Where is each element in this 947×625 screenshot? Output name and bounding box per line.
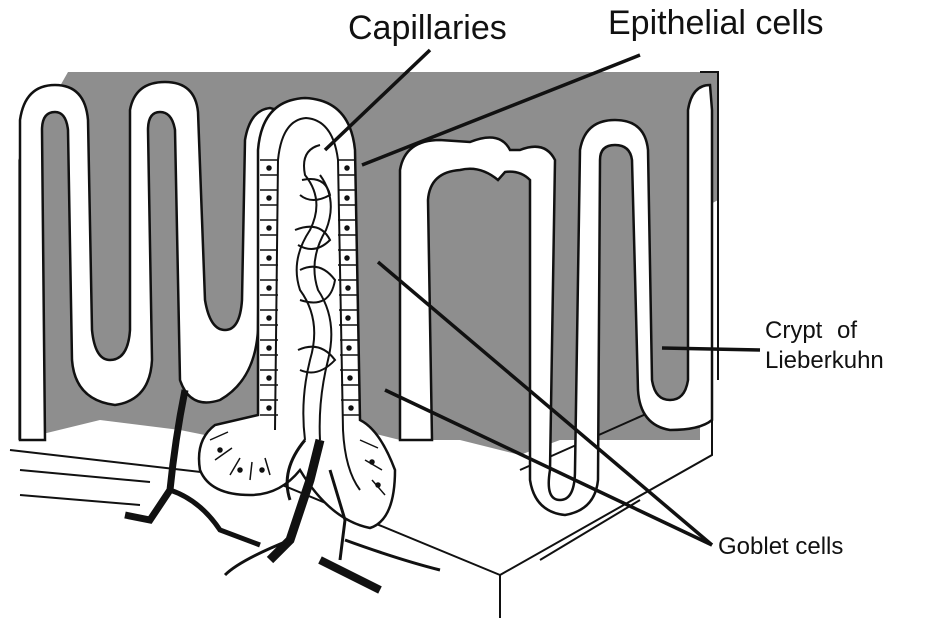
label-epithelial-cells: Epithelial cells: [608, 5, 823, 42]
label-crypt-line1: Crypt: [765, 317, 822, 344]
label-goblet-cells: Goblet cells: [718, 534, 843, 560]
label-crypt-line3: Lieberkuhn: [765, 348, 884, 374]
label-capillaries: Capillaries: [348, 10, 507, 47]
label-crypt-of-lieberkuhn: Crypt of Lieberkuhn: [765, 318, 884, 375]
label-crypt-line2: of: [837, 317, 857, 344]
leader-crypt: [662, 348, 760, 350]
